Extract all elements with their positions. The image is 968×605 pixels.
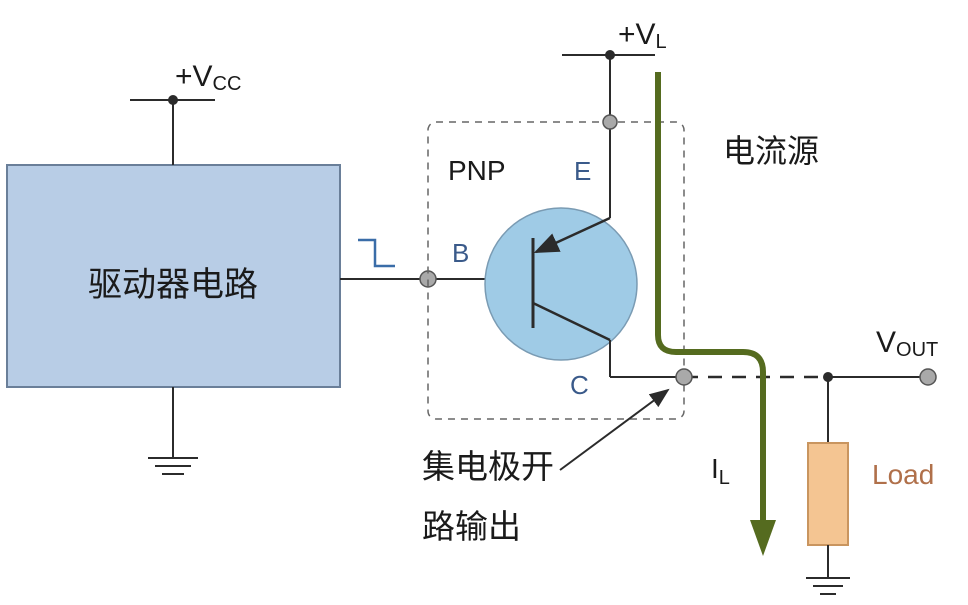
emitter-node (602, 114, 618, 130)
load-ground-icon (806, 577, 850, 595)
load-resistor (807, 442, 849, 546)
driver-circuit-block (6, 164, 341, 388)
pnp-transistor (484, 207, 638, 361)
annotation-arrow (559, 388, 670, 471)
emitter-pin-label: E (574, 156, 591, 186)
vout-node (919, 368, 937, 386)
open-collector-label-line2: 路输出 (422, 508, 521, 545)
collector-node (675, 368, 693, 386)
vcc-label: +VCC (175, 60, 241, 95)
driver-ground-icon (148, 457, 198, 475)
pnp-enclosure (427, 121, 685, 420)
vout-label: VOUT (876, 326, 938, 361)
base-pin-label: B (452, 238, 469, 268)
load-label: Load (872, 459, 934, 490)
pulse-signal-icon (358, 238, 395, 268)
vl-label: +VL (618, 18, 667, 53)
pnp-label: PNP (448, 155, 506, 186)
current-source-label: 电流源 (723, 133, 819, 169)
collector-lead (532, 301, 611, 342)
driver-circuit-label: 驱动器电路 (88, 266, 258, 304)
current-arrowhead (750, 520, 776, 556)
collector-pin-label: C (570, 370, 589, 400)
vcc-junction (168, 95, 178, 105)
emitter-arrow (533, 216, 611, 254)
current-flow-path (655, 72, 766, 522)
current-label: IL (711, 453, 730, 489)
open-collector-label-line1: 集电极开 (422, 448, 554, 485)
